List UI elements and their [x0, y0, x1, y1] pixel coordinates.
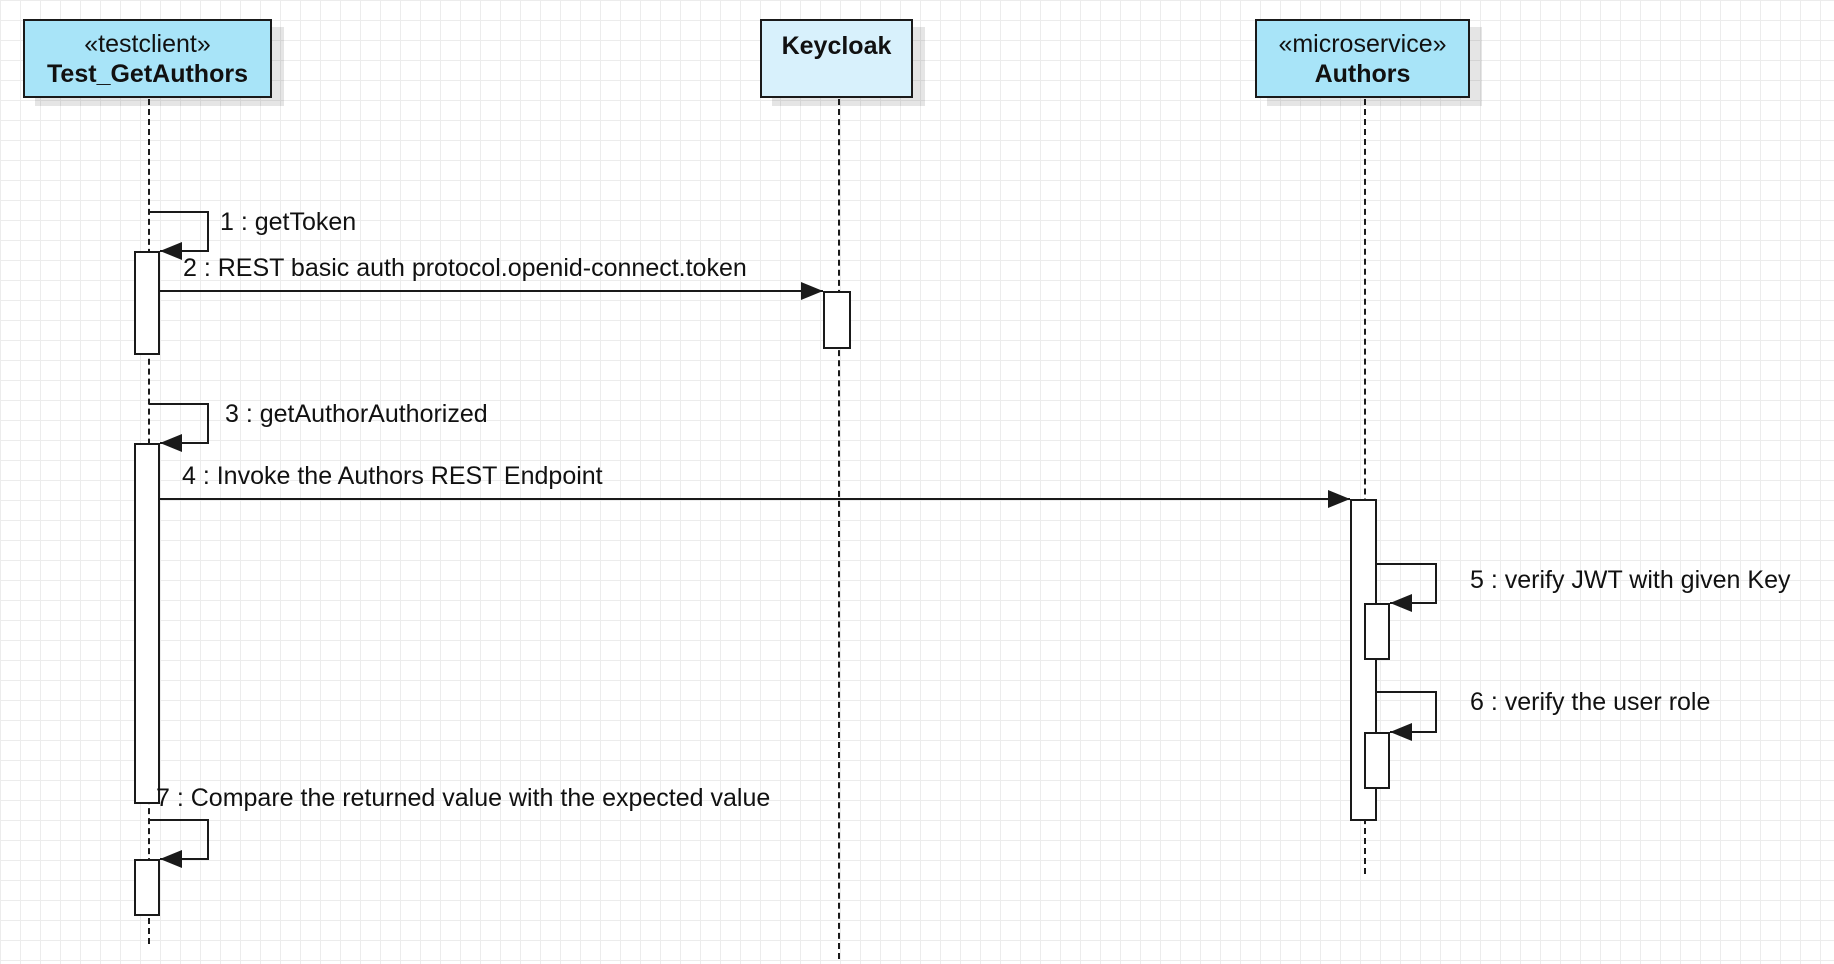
message-6-label: 6 : verify the user role: [1470, 688, 1711, 716]
lifeline-keycloak[interactable]: Keycloak: [760, 19, 913, 98]
message-2-label: 2 : REST basic auth protocol.openid-conn…: [183, 254, 747, 282]
stereotype-label: «microservice»: [1278, 29, 1447, 58]
message-5-label: 5 : verify JWT with given Key: [1470, 566, 1791, 594]
message-1-arrow: [149, 211, 209, 260]
message-3-label: 3 : getAuthorAuthorized: [225, 400, 488, 428]
activation-bar: [134, 251, 160, 355]
message-4-label: 4 : Invoke the Authors REST Endpoint: [182, 462, 603, 490]
message-7-arrow: [149, 819, 209, 868]
lifeline-name: Keycloak: [781, 32, 892, 60]
activation-bar: [1364, 732, 1390, 789]
lifeline-name: Authors: [1314, 59, 1411, 88]
lifeline-dashed-keycloak: [838, 99, 840, 959]
activation-bar: [134, 443, 160, 804]
message-7-label: 7 : Compare the returned value with the …: [156, 784, 771, 812]
lifeline-dashed-authors: [1364, 99, 1366, 874]
lifeline-authors[interactable]: «microservice» Authors: [1255, 19, 1470, 98]
activation-bar: [823, 291, 851, 349]
message-3-arrow: [149, 403, 209, 452]
lifeline-name: Test_GetAuthors: [47, 59, 248, 88]
activation-bar: [134, 859, 160, 916]
message-5-arrow: [1377, 563, 1437, 612]
lifeline-test-getauthors[interactable]: «testclient» Test_GetAuthors: [23, 19, 272, 98]
message-6-arrow: [1377, 691, 1437, 741]
stereotype-label: «testclient»: [84, 29, 211, 58]
message-1-label: 1 : getToken: [220, 208, 357, 236]
activation-bar: [1364, 603, 1390, 660]
